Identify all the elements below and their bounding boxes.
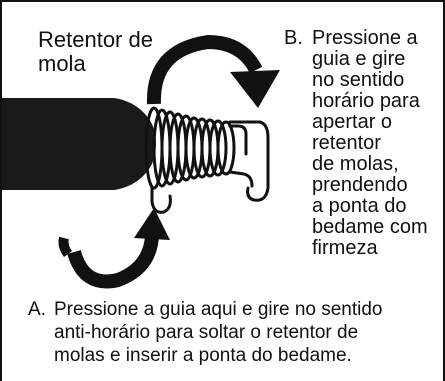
spring-retainer-label: Retentor de mola <box>38 27 153 76</box>
step-b-text: Pressione a guia e gire no sentido horár… <box>312 27 428 259</box>
hook-wires <box>150 120 270 214</box>
wand-handle <box>2 98 156 190</box>
bottom-arrow <box>58 208 170 289</box>
step-b-caption: B. Pressione a guia e gire no sentido ho… <box>284 27 443 259</box>
top-arrow <box>146 34 280 108</box>
spring-coil <box>144 106 236 190</box>
step-a-marker: A. <box>28 299 46 320</box>
step-a-caption: A. Pressione a guia aqui e gire no senti… <box>28 298 433 367</box>
step-a-text: Pressione a guia aqui e gire no sentido … <box>54 299 383 366</box>
step-b-marker: B. <box>284 27 303 49</box>
